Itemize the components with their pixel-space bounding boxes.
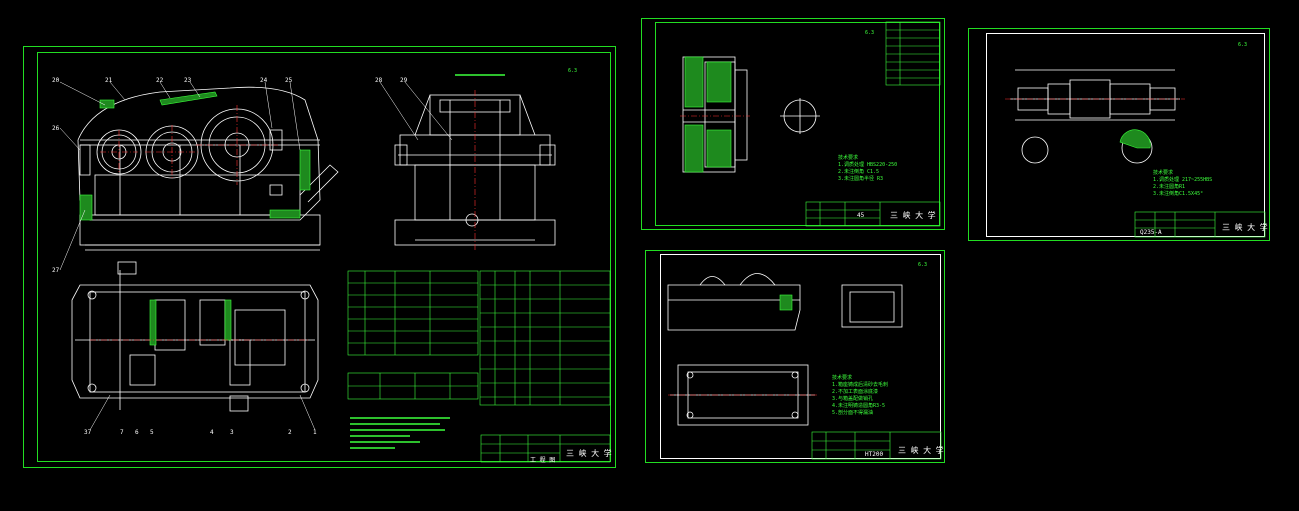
- assembly-drawing-inner-border: [37, 52, 611, 462]
- part-label-20: 20: [52, 77, 60, 84]
- part-label-24: 24: [260, 77, 268, 84]
- part-label-27: 27: [52, 267, 60, 274]
- roughness-mark-housing: 6.3: [918, 262, 928, 268]
- center-lines: [90, 90, 1185, 396]
- shaft-drawing-sheet: [968, 28, 1270, 241]
- part-label-25: 25: [285, 77, 293, 84]
- part-label-22: 22: [156, 77, 164, 84]
- assembly-drawing-sheet: [23, 46, 616, 468]
- part-label-1: 1: [313, 429, 317, 436]
- part-label-23: 23: [184, 77, 192, 84]
- shaft-tech-notes: 技术要求 1.调质处理 217~255HBS 2.未注圆角R1 3.未注倒角C1…: [1153, 170, 1213, 197]
- part-label-3: 3: [230, 429, 234, 436]
- roughness-mark-gear: 6.3: [865, 30, 875, 36]
- shaft-material: Q235-A: [1140, 229, 1162, 236]
- assembly-top-view: [71, 261, 319, 412]
- part-label-7: 7: [120, 429, 124, 436]
- gear-part-drawing: [682, 56, 820, 173]
- roughness-mark-assembly: 6.3: [568, 68, 578, 74]
- housing-tech-notes: 技术要求 1.箱座铸成后清砂去毛刺 2.不加工表面涂底漆 3.与箱盖配做销孔 4…: [832, 375, 889, 416]
- part-label-37: 37: [84, 429, 92, 436]
- housing-material: HT200: [865, 451, 884, 458]
- part-label-28: 28: [375, 77, 383, 84]
- housing-drawing-inner-border: [660, 254, 941, 459]
- assembly-title-text: 工 程 图: [530, 457, 556, 464]
- part-label-29: 29: [400, 77, 408, 84]
- assembly-front-view: [77, 86, 339, 251]
- parts-list-table: [347, 21, 1266, 463]
- part-label-2: 2: [288, 429, 292, 436]
- hatch-fills: [79, 56, 1151, 346]
- roughness-mark-shaft: 6.3: [1238, 42, 1248, 48]
- part-label-21: 21: [105, 77, 113, 84]
- part-label-6: 6: [135, 429, 139, 436]
- housing-university-name: 三 峡 大 学: [898, 446, 945, 455]
- gear-tech-notes: 技术要求 1.调质处理 HBS220-250 2.未注倒角 C1.5 3.未注圆…: [838, 155, 898, 182]
- gear-drawing-sheet: [641, 18, 945, 230]
- housing-drawing-sheet: [645, 250, 945, 463]
- shaft-drawing-inner-border: [986, 33, 1265, 237]
- shaft-university-name: 三 峡 大 学: [1222, 223, 1269, 232]
- gear-material: 45: [857, 212, 865, 219]
- gear-drawing-inner-border: [655, 22, 940, 226]
- shaft-part-drawing: [1010, 69, 1180, 164]
- gear-university-name: 三 峡 大 学: [890, 211, 937, 220]
- text-lines: [350, 74, 505, 449]
- part-label-5: 5: [150, 429, 154, 436]
- assembly-university-name: 三 峡 大 学: [566, 449, 613, 458]
- part-label-4: 4: [210, 429, 214, 436]
- leader-lines: [59, 81, 453, 431]
- part-label-26: 26: [52, 125, 60, 132]
